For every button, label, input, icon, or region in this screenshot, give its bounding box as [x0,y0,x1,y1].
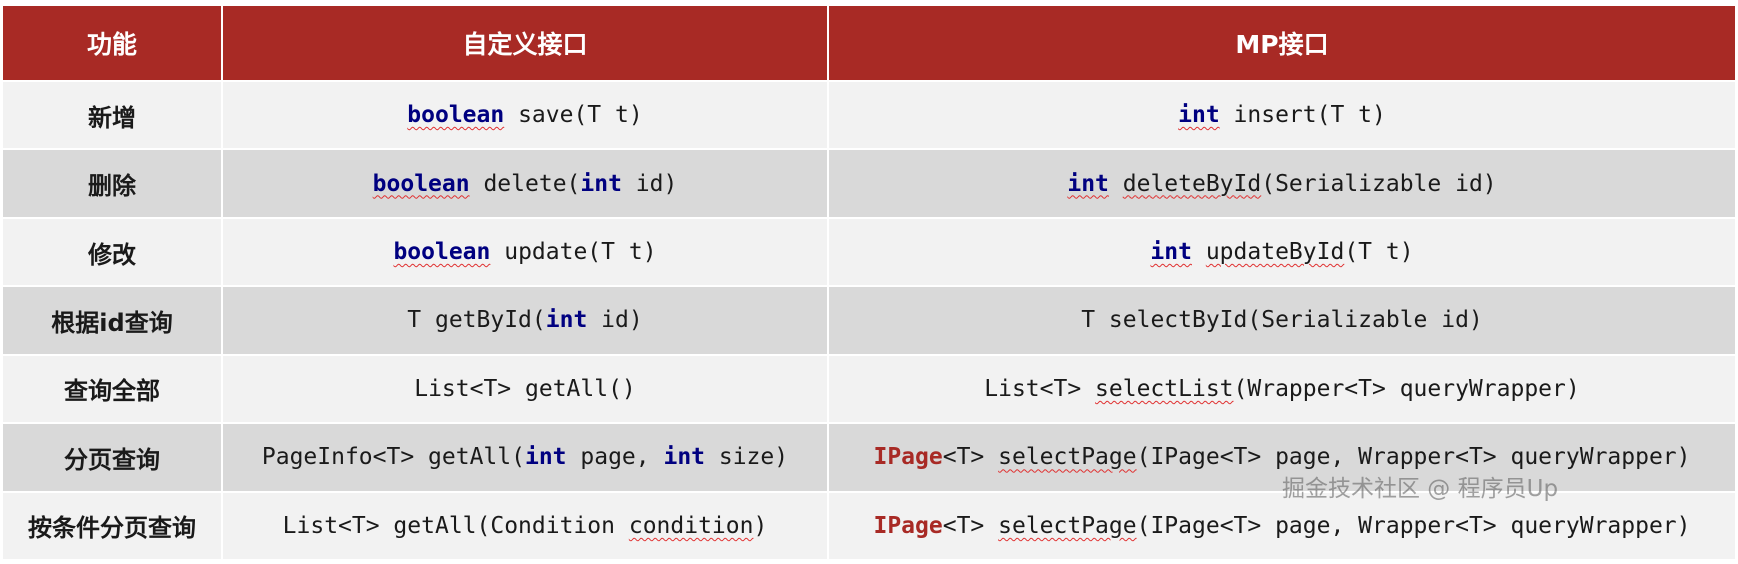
code-token: id) [587,307,643,334]
code-token: insert(T t) [1219,102,1386,129]
mp-interface-cell: int insert(T t) [828,81,1735,151]
code-token: List<T> getAll(Condition [282,512,629,539]
keyword-token: int [663,444,706,471]
code-token: (IPage<T> page, Wrapper<T> queryWrapper) [1136,444,1691,471]
code-token: size) [705,444,789,471]
keyword-token: int [1067,170,1109,197]
mp-interface-cell: IPage<T> selectPage(IPage<T> page, Wrapp… [828,491,1735,562]
code-token: (IPage<T> page, Wrapper<T> queryWrapper) [1136,512,1691,539]
code-token: id) [621,170,678,197]
code-token: T getById( [407,307,546,334]
code-token: selectList [1095,375,1234,402]
code-token: selectPage [998,444,1137,471]
code-token: <T> [942,444,999,471]
feature-cell: 新增 [3,81,223,151]
code-token: updateById [1205,239,1345,266]
keyword-token: boolean [407,102,505,129]
keyword-token: int [580,170,622,197]
header-mp-interface: MP接口 [828,6,1735,82]
mp-interface-cell: int deleteById(Serializable id) [828,149,1735,219]
feature-cell: 分页查询 [3,423,223,493]
mp-interface-cell: IPage<T> selectPage(IPage<T> page, Wrapp… [828,423,1735,493]
feature-cell: 查询全部 [3,354,223,425]
custom-interface-cell: T getById(int id) [222,286,829,356]
code-token [1109,171,1123,197]
code-token [1192,239,1206,265]
type-token: IPage [873,444,943,471]
custom-interface-cell: List<T> getAll(Condition condition) [222,491,829,562]
code-token: deleteById [1122,170,1262,197]
custom-interface-cell: boolean delete(int id) [222,149,829,219]
mp-interface-cell: int updateById(T t) [828,217,1735,288]
code-token: List<T> getAll() [414,375,636,402]
mp-interface-cell: T selectById(Serializable id) [828,286,1735,356]
header-row: 功能 自定义接口 MP接口 [3,6,1735,82]
keyword-token: int [545,307,588,334]
code-token: T selectById(Serializable id) [1081,307,1483,334]
code-token: (Serializable id) [1261,170,1497,197]
code-token: page, [566,444,664,471]
code-token: delete( [469,170,581,197]
keyword-token: int [1150,239,1192,266]
code-token: List<T> [984,375,1096,402]
code-token: selectPage [998,512,1137,539]
code-token: (T t) [1344,239,1414,266]
code-token: (Wrapper<T> queryWrapper) [1233,375,1580,402]
code-token: <T> [942,512,999,539]
feature-cell: 根据id查询 [3,286,223,356]
code-token: save(T t) [504,102,643,129]
keyword-token: int [1178,102,1220,129]
code-token: update(T t) [490,239,657,266]
feature-cell: 修改 [3,217,223,288]
code-token: condition [628,512,754,539]
feature-cell: 删除 [3,149,223,219]
header-feature: 功能 [3,6,223,82]
table-row: 查询全部 List<T> getAll() List<T> selectList(W… [3,354,1735,425]
type-token: IPage [873,512,943,539]
code-token: ) [753,512,768,539]
keyword-token: boolean [393,239,491,266]
custom-interface-cell: List<T> getAll() [222,354,829,425]
custom-interface-cell: PageInfo<T> getAll(int page, int size) [222,423,829,493]
keyword-token: boolean [372,170,470,197]
feature-cell: 按条件分页查询 [3,491,223,562]
mp-interface-cell: List<T> selectList(Wrapper<T> queryWrapp… [828,354,1735,425]
header-custom-interface: 自定义接口 [222,6,829,82]
custom-interface-cell: boolean update(T t) [222,217,829,288]
custom-interface-cell: boolean save(T t) [222,81,829,151]
code-token: PageInfo<T> getAll( [261,444,525,471]
keyword-token: int [524,444,567,471]
